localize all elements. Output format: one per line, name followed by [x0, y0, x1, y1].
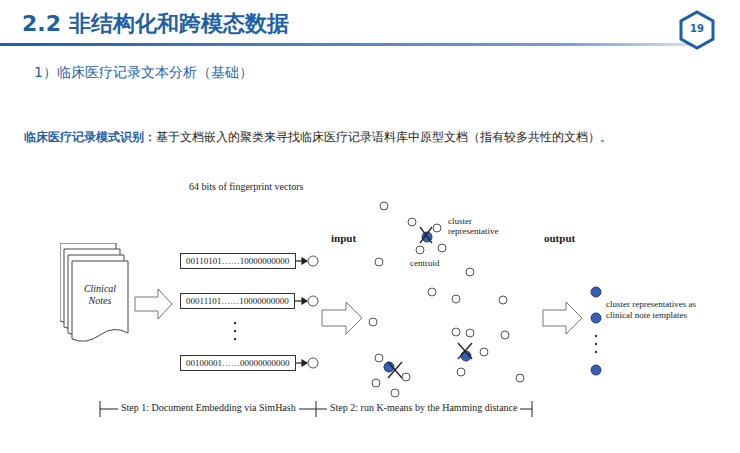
output-caption: cluster representatives as clinical note…	[606, 299, 710, 321]
title-rule	[0, 43, 705, 46]
description: 基于文档嵌入的聚类来寻找临床医疗记录语料库中原型文档（指有较多共性的文档）。	[156, 129, 612, 146]
step-label: Step 2: run K-means by the Hamming dista…	[327, 402, 520, 413]
centroid-label: centroid	[410, 258, 440, 268]
step-label: Step 1: Document Embedding via SimHash	[118, 402, 299, 413]
input-label: input	[331, 232, 356, 244]
output-label: output	[544, 232, 575, 244]
page-number: 19	[688, 23, 706, 34]
centroid-marks	[388, 227, 472, 378]
document-label: Clinical Notes	[74, 283, 126, 306]
scatter-points	[369, 202, 524, 397]
fingerprint-bits: 00011101……10000000000	[186, 296, 289, 306]
fingerprint-bits: 00100001……00000000000	[186, 358, 290, 368]
lead-term: 临床医疗记录模式识别：	[24, 129, 156, 146]
output-templates	[591, 287, 601, 375]
fingerprint-box: 00011101……10000000000	[180, 293, 295, 309]
slide-title: 2.2 非结构化和跨模态数据	[22, 9, 289, 39]
subtitle: 1）临床医疗记录文本分析（基础）	[34, 64, 253, 82]
hollow-arrow	[543, 302, 582, 334]
step-timeline	[100, 401, 532, 417]
fingerprint-bits: 00110101……10000000000	[186, 256, 289, 266]
cluster-representative-label: cluster representative	[448, 216, 508, 237]
hollow-arrow	[322, 302, 362, 334]
fingerprint-box: 00110101……10000000000	[180, 253, 296, 269]
hollow-arrow	[135, 289, 172, 319]
fingerprint-box: 00100001……00000000000	[180, 355, 296, 371]
page-hexagon	[681, 12, 713, 48]
vector-caption: 64 bits of fingerprint vectors	[189, 181, 303, 192]
document-stack: Clinical Notes	[60, 243, 134, 355]
ellipsis-dots	[234, 322, 597, 353]
cluster-representatives	[384, 232, 471, 372]
